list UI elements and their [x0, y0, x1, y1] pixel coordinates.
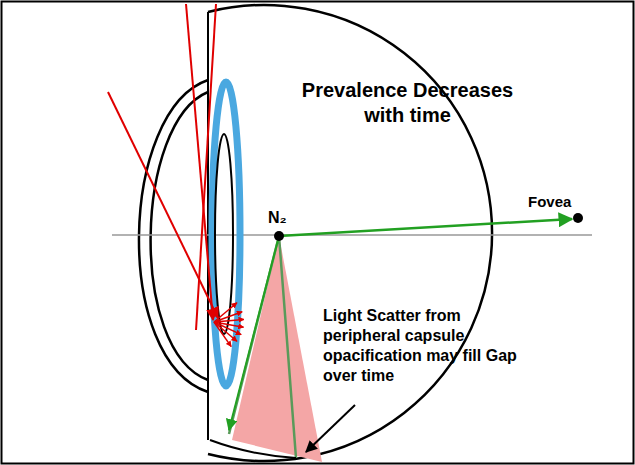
fovea-label: Fovea	[528, 193, 598, 212]
nodal-label: N₂	[268, 208, 308, 228]
shadow-gap	[232, 236, 322, 462]
gap-edges	[229, 236, 296, 458]
retina-edge	[210, 440, 296, 458]
peripheral-ray	[229, 236, 279, 430]
heading-note: Prevalence Decreases with time	[300, 78, 515, 128]
capsule-ring	[212, 82, 240, 386]
scatter-note: Light Scatter from peripheral capsule op…	[323, 306, 533, 386]
light-ray	[108, 92, 218, 318]
lens-optic	[215, 134, 233, 334]
fovea-ray	[279, 219, 572, 236]
scatter-rays	[214, 303, 244, 347]
scatter-ray	[214, 303, 237, 322]
scatter-ray	[214, 322, 231, 347]
nodal-point	[274, 231, 284, 241]
optical-axis	[112, 234, 592, 236]
leader-arrow	[306, 405, 355, 452]
cornea-inner	[151, 92, 208, 380]
light-ray	[196, 4, 216, 330]
fovea-dot	[573, 213, 583, 223]
cornea-outer	[139, 80, 208, 392]
scatter-ray	[214, 319, 244, 322]
